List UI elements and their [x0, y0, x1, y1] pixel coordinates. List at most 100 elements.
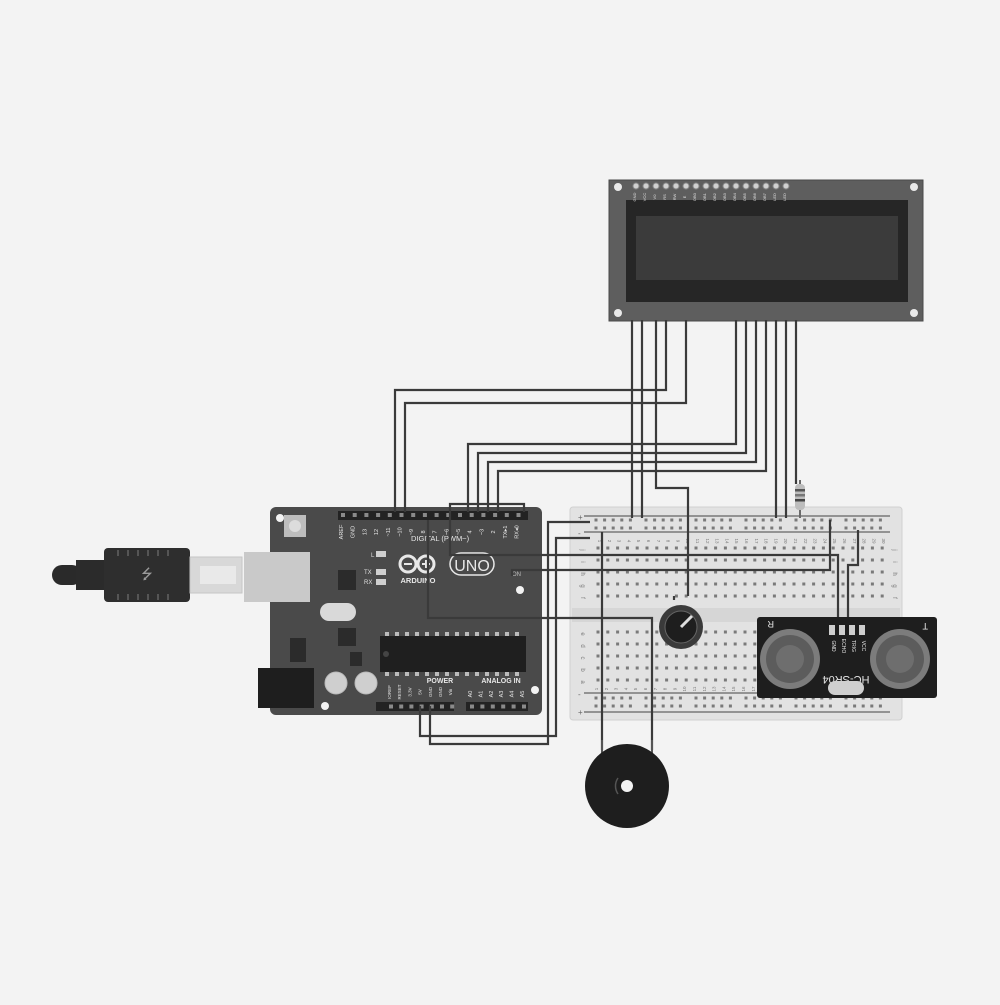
lcd-pin[interactable]: [782, 182, 790, 190]
digital-pin-hole[interactable]: [516, 513, 521, 517]
digital-pin-hole[interactable]: [422, 513, 427, 517]
sensor-pin[interactable]: [839, 625, 845, 635]
digital-pin-label: 4: [468, 530, 474, 533]
lcd-screen: [636, 216, 898, 280]
power-pin-hole[interactable]: [399, 704, 404, 709]
wire-gnd[interactable]: [418, 536, 590, 738]
led-rx-label: RX: [364, 580, 372, 586]
analog-pin-hole[interactable]: [470, 704, 474, 709]
wire-lcd-rs[interactable]: [393, 320, 668, 512]
pot-knob-indicator: [679, 614, 694, 629]
analog-pin-hole[interactable]: [522, 704, 526, 709]
lcd-pin[interactable]: [772, 182, 780, 190]
digital-pin-hole[interactable]: [341, 513, 345, 517]
usb-chip: [338, 570, 356, 590]
breadboard-holes: [594, 518, 884, 708]
analog-pin-hole[interactable]: [511, 704, 516, 709]
wire-5v[interactable]: [428, 520, 590, 746]
usb-symbol-icon: ⭍: [141, 566, 153, 582]
breadboard-row-label: j: [891, 548, 897, 550]
wire-trig[interactable]: [510, 520, 832, 576]
breadboard-column-label: 15: [734, 538, 739, 544]
breadboard-row-label: a: [579, 680, 585, 684]
digital-pin-hole[interactable]: [387, 513, 392, 517]
digital-pin-hole[interactable]: [493, 513, 498, 517]
power-pin-hole[interactable]: [419, 704, 424, 709]
power-pin-hole[interactable]: [440, 704, 444, 709]
lcd-pin[interactable]: [732, 182, 740, 190]
digital-pin-hole[interactable]: [469, 513, 474, 517]
sensor-pin[interactable]: [829, 625, 835, 635]
analog-pin-hole[interactable]: [490, 704, 495, 709]
digital-pin-hole[interactable]: [458, 513, 462, 517]
digital-pin-hole[interactable]: [376, 513, 381, 517]
lcd-pin[interactable]: [752, 182, 760, 190]
digital-pin-hole[interactable]: [434, 513, 439, 517]
wire-lcd-db6[interactable]: [486, 320, 758, 512]
lcd-pin[interactable]: [762, 182, 770, 190]
sensor-pin-label: ECHO: [840, 639, 846, 654]
breadboard-column-label: 22: [803, 538, 808, 544]
breadboard-column-label: 16: [744, 538, 749, 544]
breadboard-column-label: 3: [617, 540, 622, 543]
breadboard-column-label: 4: [626, 540, 631, 543]
digital-pin-hole[interactable]: [481, 513, 486, 517]
atmega-chip: [380, 636, 526, 672]
digital-pin-label: ~6: [444, 529, 450, 535]
breadboard-column-label: 13: [715, 538, 720, 544]
digital-pin-hole[interactable]: [446, 513, 451, 517]
wire-echo[interactable]: [448, 502, 840, 620]
piezo-buzzer[interactable]: [585, 740, 669, 828]
lcd-pin[interactable]: [722, 182, 730, 190]
wire-lcd-db5[interactable]: [476, 320, 748, 512]
lcd-pin[interactable]: [642, 182, 650, 190]
power-pin-hole[interactable]: [409, 704, 414, 709]
lcd-pin[interactable]: [682, 182, 690, 190]
lcd-pin[interactable]: [702, 182, 710, 190]
lcd-pin[interactable]: [652, 182, 660, 190]
analog-pin-label: A3: [499, 691, 505, 698]
led-rx: [376, 579, 386, 585]
lcd-pin[interactable]: [662, 182, 670, 190]
lcd-pin[interactable]: [742, 182, 750, 190]
wire-lcd-e[interactable]: [403, 320, 688, 512]
analog-pin-hole[interactable]: [501, 704, 506, 709]
lcd-pin[interactable]: [632, 182, 640, 190]
lcd-pin[interactable]: [712, 182, 720, 190]
lcd-pin-label: DB5: [742, 192, 747, 201]
breadboard-row-label: b: [579, 668, 585, 672]
lcd-pin-label: V0: [652, 194, 657, 200]
digital-pin-hole[interactable]: [399, 513, 404, 517]
lcd-pin[interactable]: [672, 182, 680, 190]
digital-pin-hole[interactable]: [504, 513, 509, 517]
power-pin-hole[interactable]: [450, 704, 455, 709]
resistor[interactable]: [795, 480, 805, 518]
breadboard-column-label: 1: [597, 540, 602, 543]
digital-pin-hole[interactable]: [411, 513, 416, 517]
power-jack: [258, 668, 314, 708]
wire-sensor-gnd[interactable]: [846, 530, 860, 620]
sensor-pin[interactable]: [849, 625, 855, 635]
analog-pin-hole[interactable]: [480, 704, 485, 709]
sensor-pin[interactable]: [859, 625, 865, 635]
led-l-label: L: [371, 553, 375, 559]
digital-pin-hole[interactable]: [364, 513, 369, 517]
rail-minus-label: -: [578, 529, 581, 538]
wire-lcd-db4[interactable]: [466, 320, 738, 512]
power-pin-hole[interactable]: [389, 704, 393, 709]
power-pin-hole[interactable]: [429, 704, 434, 709]
digital-pin-hole[interactable]: [352, 513, 357, 517]
lcd-pin[interactable]: [692, 182, 700, 190]
wire-buzzer-signal[interactable]: [426, 520, 654, 750]
rail-plus-label: +: [578, 708, 583, 717]
analog-header: [466, 702, 528, 711]
usb-cable[interactable]: ⭍: [52, 548, 243, 602]
potentiometer[interactable]: [659, 605, 703, 649]
wire-lcd-v0[interactable]: [654, 320, 690, 596]
